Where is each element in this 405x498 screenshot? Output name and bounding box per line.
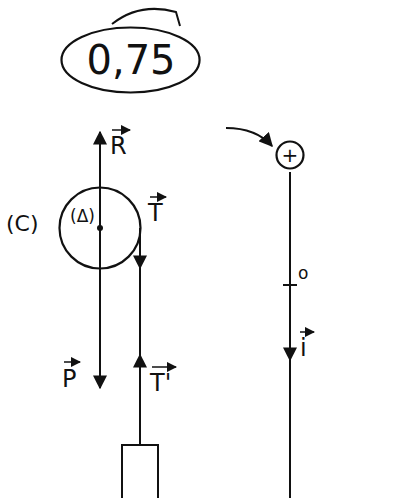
axis-origin-tick: [283, 284, 297, 286]
axis-unit-vector: [289, 325, 291, 360]
pulley-circle-border: [60, 188, 141, 269]
pulley-circle: (Δ): [58, 186, 142, 270]
node-text: 0,75: [86, 38, 175, 82]
vector-arrow: [150, 196, 166, 198]
vector-arrow: [300, 331, 314, 333]
vector-arrow: [152, 366, 176, 368]
reaction-vector: [99, 132, 101, 388]
vector-label: T': [150, 370, 171, 396]
vector-arrow: [112, 129, 130, 131]
node-text: +: [282, 144, 299, 166]
vector-arrow: [64, 361, 80, 363]
weight-vector: [99, 300, 101, 388]
pulley-circle-outline: [58, 186, 142, 270]
score-ellipse-border: [62, 28, 200, 93]
vector-label: i: [300, 335, 307, 361]
check-mark: [112, 9, 180, 26]
score-ellipse: 0,75: [60, 26, 201, 94]
vector-label: R: [110, 133, 127, 159]
vector-label: P: [62, 366, 76, 392]
tension-vector: [139, 355, 141, 405]
sign-circle-border: [277, 142, 304, 169]
node-text: (Δ): [70, 207, 95, 226]
origin-label: o: [298, 264, 308, 283]
rope: [139, 228, 141, 445]
pointer-arrow: [226, 128, 272, 146]
system-label: (C): [6, 212, 39, 236]
vector-label: T: [148, 200, 163, 226]
axis-line: [289, 172, 291, 498]
hanging-mass: [122, 445, 158, 498]
axle-dot: [97, 225, 103, 231]
sign-circle: +: [275, 140, 305, 170]
